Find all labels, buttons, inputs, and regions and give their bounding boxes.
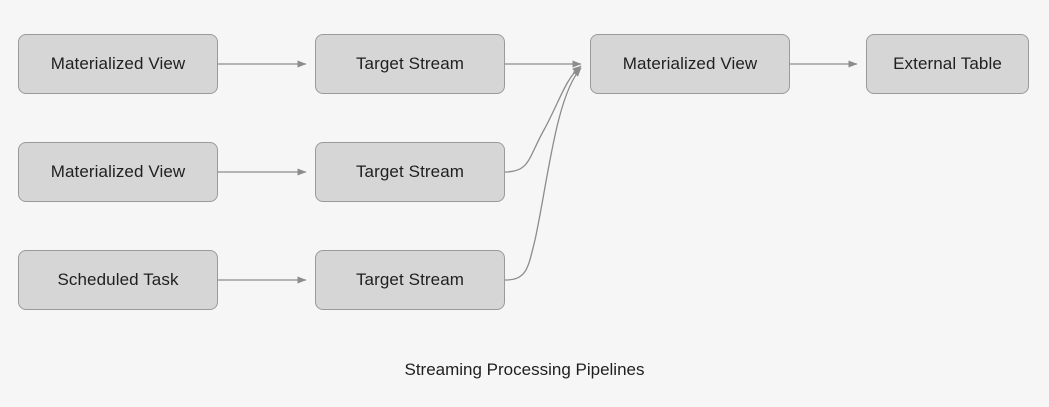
node-target-stream-3[interactable]: Target Stream xyxy=(315,250,505,310)
node-label: Target Stream xyxy=(355,162,465,181)
node-label: Materialized View xyxy=(622,54,758,73)
node-label: Materialized View xyxy=(50,162,186,181)
edge-ts2-to-mv3 xyxy=(504,65,582,173)
node-label: Target Stream xyxy=(355,270,465,289)
edge-ts3-to-mv3 xyxy=(504,67,582,281)
node-external-table[interactable]: External Table xyxy=(866,34,1029,94)
node-materialized-view-1[interactable]: Materialized View xyxy=(18,34,218,94)
node-scheduled-task[interactable]: Scheduled Task xyxy=(18,250,218,310)
node-materialized-view-3[interactable]: Materialized View xyxy=(590,34,790,94)
node-materialized-view-2[interactable]: Materialized View xyxy=(18,142,218,202)
node-label: Scheduled Task xyxy=(57,270,179,289)
node-target-stream-1[interactable]: Target Stream xyxy=(315,34,505,94)
node-label: Target Stream xyxy=(355,54,465,73)
diagram-caption: Streaming Processing Pipelines xyxy=(404,360,645,379)
node-target-stream-2[interactable]: Target Stream xyxy=(315,142,505,202)
node-label: External Table xyxy=(893,54,1002,73)
node-label: Materialized View xyxy=(50,54,186,73)
